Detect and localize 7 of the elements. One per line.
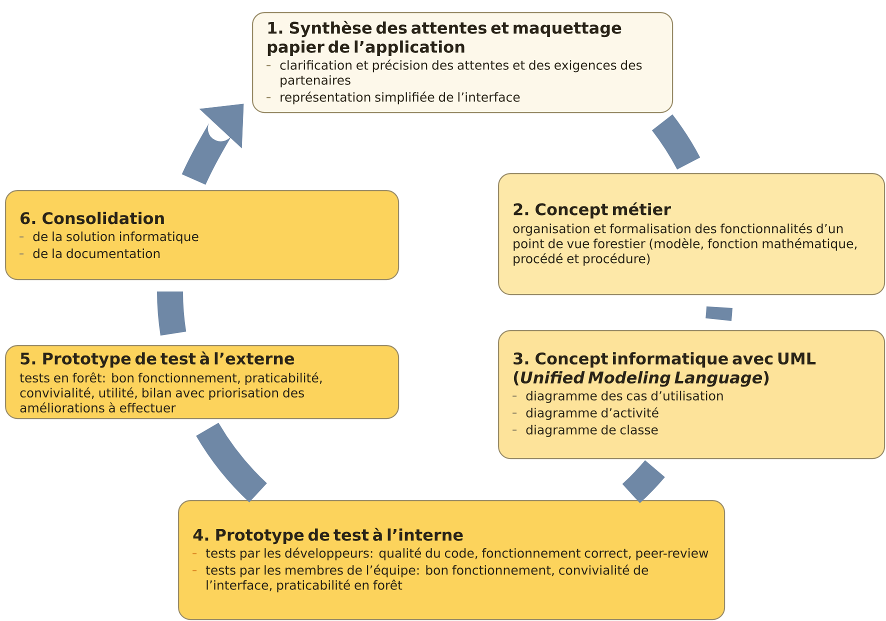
process-box: 3. Concept informatique avec UML (Unified Modeling Language) diagramme des cas d’utilisation diagramme d’activité diagramme de classe <box>498 330 886 460</box>
process-box: 5. Prototype de test à l’externe tests en forêt: bon fonctionnement, praticabilité, convivialité, utilité, bilan avec priorisation des améliorations à effectuer <box>5 345 400 420</box>
process-box: 4. Prototype de test à l’interne tests par les développeurs: qualité du code, fonctionnement correct, peer-review tests par les membres de l’équipe: bon fonctionnement, convivialité de l’interface, praticabilité en forêt <box>178 500 726 620</box>
process-box: 6. Consolidation de la solution informatique de la documentation <box>5 190 400 280</box>
process-box: 2. Concept métier organisation et formalisation des fonctionnalités d’un point de vue forestier (modèle, fonction mathématique, procédé et procédure) <box>498 173 886 296</box>
process-box: 1. Synthèse des attentes et maquettage papier de l’application clarification et précision des attentes et des exigences des partenaires représentation simplifiée de l’interface <box>252 12 674 114</box>
cycle-arrow <box>182 104 244 185</box>
